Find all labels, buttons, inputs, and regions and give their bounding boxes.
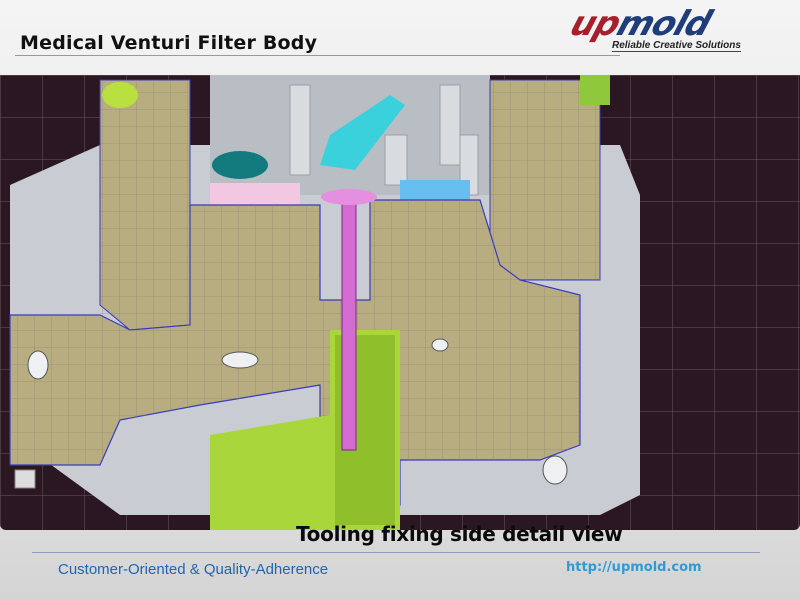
right-column-grid (490, 80, 600, 280)
pink-insert (210, 183, 300, 207)
green-screw-head (102, 82, 138, 108)
green-top-part (580, 75, 610, 105)
slide-caption: Tooling fixing side detail view (296, 522, 623, 546)
core-pin (341, 199, 357, 451)
footer-divider (32, 552, 760, 553)
view-cube-icon[interactable] (14, 469, 36, 489)
header-divider (15, 55, 620, 56)
ejector-pins (289, 84, 479, 196)
cyan-insert (320, 95, 405, 170)
core-pin-head (321, 189, 377, 205)
logo-wordmark: upmold (566, 4, 716, 44)
logo-tagline: Reliable Creative Solutions (612, 40, 741, 52)
upmold-logo: upmold Reliable Creative Solutions (566, 4, 762, 56)
plate-holes (27, 338, 568, 485)
teal-washer (212, 151, 268, 179)
footer-url-link[interactable]: http://upmold.com (566, 560, 702, 575)
cad-viewport[interactable] (0, 75, 800, 530)
footer-slogan: Customer-Oriented & Quality-Adherence (58, 561, 329, 578)
left-column-grid (100, 80, 190, 330)
slide-title: Medical Venturi Filter Body (20, 32, 318, 54)
logo-word-mold: mold (612, 4, 716, 44)
main-plate-grid (10, 200, 580, 505)
cad-section-view (0, 75, 800, 530)
